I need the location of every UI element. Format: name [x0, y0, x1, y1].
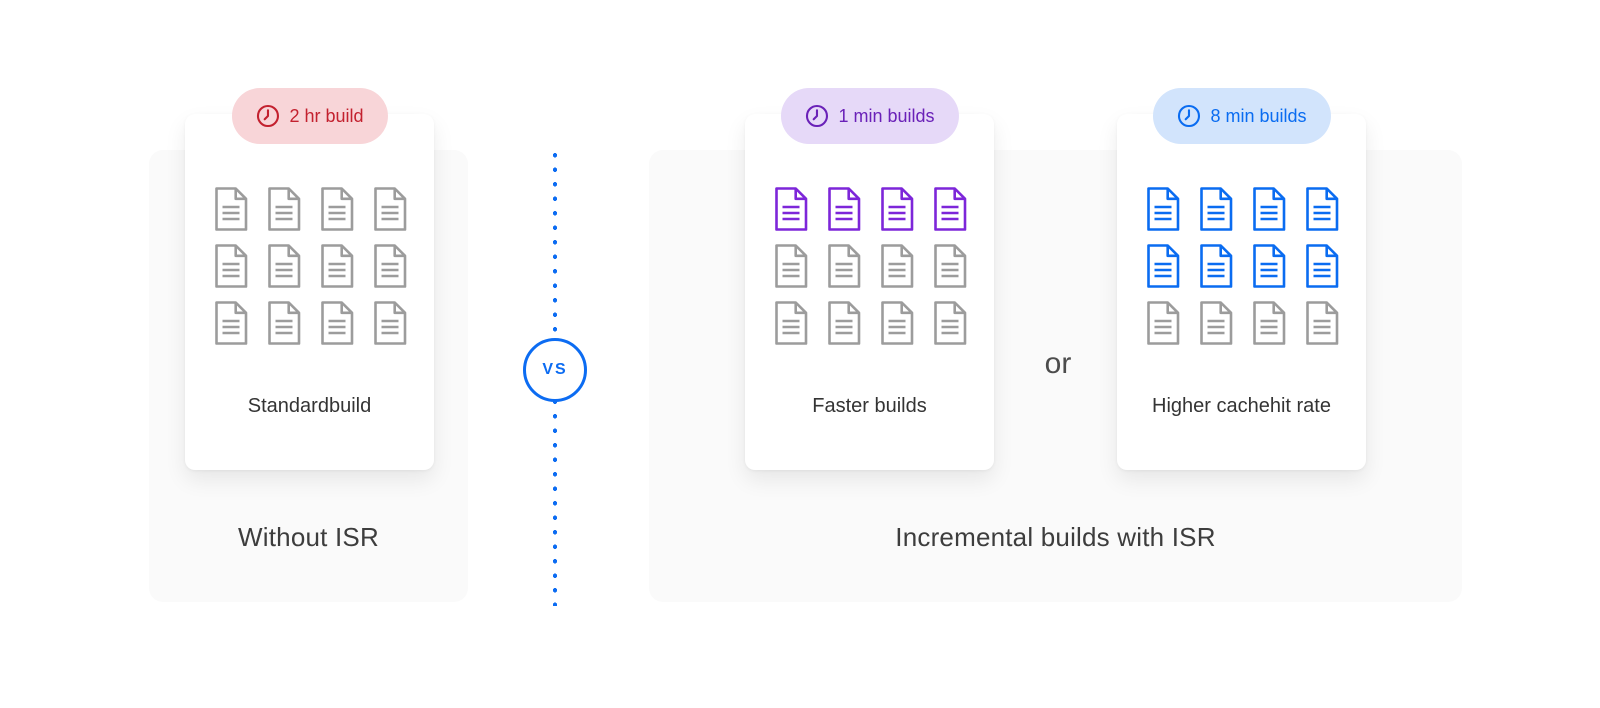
document-icon: [320, 187, 353, 231]
document-icon: [373, 301, 406, 345]
document-icon: [320, 301, 353, 345]
document-icon: [214, 301, 247, 345]
document-icon: [933, 301, 966, 345]
document-icon: [880, 301, 913, 345]
document-icon: [1305, 187, 1338, 231]
badge-label: 8 min builds: [1210, 105, 1307, 126]
document-icon: [827, 187, 860, 231]
clock-icon: [1177, 104, 1200, 128]
document-icon: [1305, 301, 1338, 345]
document-icon: [1252, 244, 1285, 288]
document-icon: [1146, 187, 1179, 231]
document-icon: [827, 244, 860, 288]
build-time-badge: 2 hr build: [231, 88, 388, 144]
document-icon: [933, 187, 966, 231]
card-caption: Faster builds: [812, 395, 927, 417]
page-grid: [772, 186, 967, 346]
document-icon: [880, 187, 913, 231]
document-icon: [373, 187, 406, 231]
document-icon: [1252, 301, 1285, 345]
faster-builds-card: 1 min builds Faster builds: [745, 88, 994, 470]
document-icon: [267, 187, 300, 231]
without-isr-label: Without ISR: [238, 522, 379, 552]
build-time-badge: 1 min builds: [780, 88, 959, 144]
document-icon: [214, 187, 247, 231]
document-icon: [1199, 301, 1232, 345]
page-grid: [212, 186, 407, 346]
document-icon: [933, 244, 966, 288]
or-label: or: [1044, 347, 1072, 380]
document-icon: [1146, 301, 1179, 345]
document-icon: [267, 244, 300, 288]
build-time-badge: 8 min builds: [1152, 88, 1331, 144]
clock-icon: [805, 104, 828, 128]
document-icon: [320, 244, 353, 288]
badge-label: 1 min builds: [838, 105, 935, 126]
document-icon: [1146, 244, 1179, 288]
badge-label: 2 hr build: [289, 105, 364, 126]
document-icon: [1252, 187, 1285, 231]
document-icon: [774, 301, 807, 345]
document-icon: [880, 244, 913, 288]
document-icon: [214, 244, 247, 288]
document-icon: [373, 244, 406, 288]
document-icon: [774, 244, 807, 288]
document-icon: [827, 301, 860, 345]
document-icon: [774, 187, 807, 231]
clock-icon: [256, 104, 279, 128]
document-icon: [1199, 244, 1232, 288]
document-icon: [267, 301, 300, 345]
isr-label: Incremental builds with ISR: [895, 522, 1216, 552]
vs-label: VS: [542, 361, 568, 378]
page-grid: [1144, 186, 1339, 346]
document-icon: [1199, 187, 1232, 231]
document-icon: [1305, 244, 1338, 288]
vs-badge: VS: [523, 338, 587, 402]
